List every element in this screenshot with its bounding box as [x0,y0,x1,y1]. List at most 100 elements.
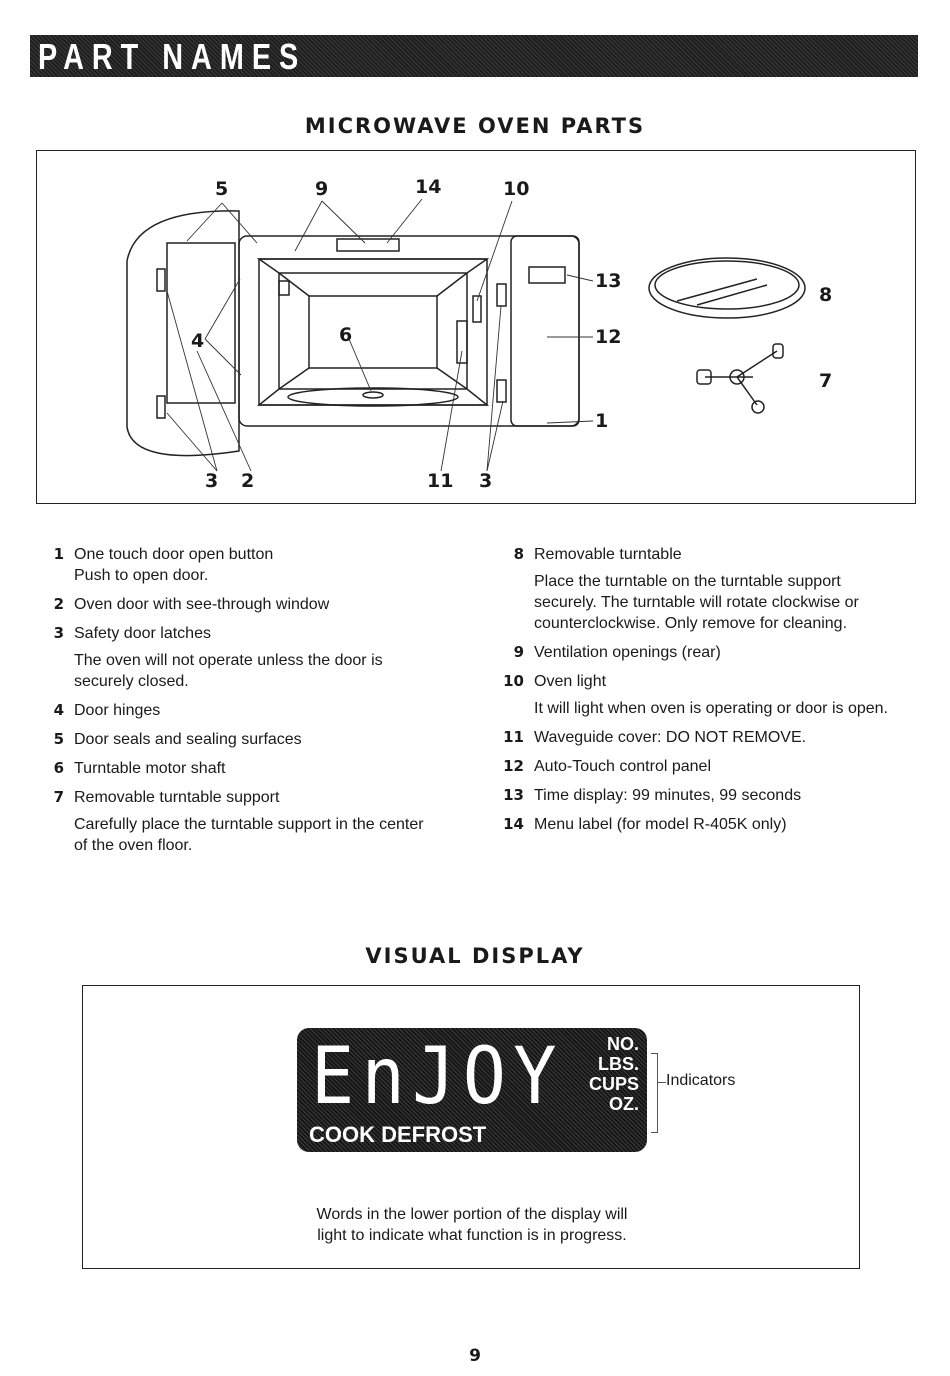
header-banner: PART NAMES [30,35,918,77]
item-name: Safety door latches [74,625,211,642]
page-title: PART NAMES [38,36,307,77]
indicator-bracket [651,1053,658,1133]
display-caption: Words in the lower portion of the displa… [83,1204,861,1246]
item-name: Removable turntable support [74,789,280,806]
callout-5: 5 [215,178,228,200]
item-name: Door seals and sealing surfaces [74,731,302,748]
item-name: Time display: 99 minutes, 99 seconds [534,787,802,804]
control-panel [510,235,580,427]
vent-grille [278,280,290,296]
item-number: 3 [53,624,64,642]
turntable-in-oven [287,387,459,407]
lcd-indicators: NO. LBS. CUPS OZ. [577,1034,639,1114]
item-description: Carefully place the turntable support in… [74,816,424,854]
lcd-main-text: EnJOY [311,1032,564,1122]
caption-line: Words in the lower portion of the displa… [316,1206,628,1223]
door-window [166,242,236,404]
indicator-lbs: LBS. [597,1054,639,1074]
item-name: Turntable motor shaft [74,760,226,777]
item-number: 5 [53,730,64,748]
oven-diagram-box: 5 9 14 10 13 12 1 4 6 8 7 3 2 11 3 [36,150,916,504]
item-sub: Push to open door. [74,567,209,584]
list-item: 7 Removable turntable support Carefully … [34,787,434,856]
item-name: Removable turntable [534,546,682,563]
list-item: 13 Time display: 99 minutes, 99 seconds [494,785,904,806]
item-number: 12 [503,757,524,775]
callout-10: 10 [503,178,529,200]
callout-11: 11 [427,470,453,492]
item-number: 10 [503,672,524,690]
callout-4: 4 [191,330,204,352]
list-item: 6 Turntable motor shaft [34,758,434,779]
item-name: Ventilation openings (rear) [534,644,721,661]
list-item: 9 Ventilation openings (rear) [494,642,904,663]
item-number: 11 [503,728,524,746]
list-item: 2 Oven door with see-through window [34,594,434,615]
item-description: It will light when oven is operating or … [534,700,888,717]
item-name: Oven door with see-through window [74,596,330,613]
parts-list-left: 1 One touch door open button Push to ope… [34,544,434,864]
oven-section-title: MICROWAVE OVEN PARTS [304,114,646,138]
list-item: 4 Door hinges [34,700,434,721]
list-item: 10 Oven light It will light when oven is… [494,671,904,719]
callout-13: 13 [595,270,621,292]
callout-8: 8 [819,284,832,306]
list-item: 11 Waveguide cover: DO NOT REMOVE. [494,727,904,748]
display-section-title: VISUAL DISPLAY [365,944,585,968]
list-item: 3 Safety door latches The oven will not … [34,623,434,692]
list-item: 12 Auto-Touch control panel [494,756,904,777]
item-number: 6 [53,759,64,777]
waveguide-cover [456,320,468,364]
item-number: 1 [53,545,64,563]
item-number: 2 [53,595,64,613]
time-display [528,266,566,284]
oven-diagram: 5 9 14 10 13 12 1 4 6 8 7 3 2 11 3 [126,176,832,492]
indicator-cups: CUPS [588,1074,639,1094]
callout-14: 14 [415,176,441,198]
item-description: Place the turntable on the turntable sup… [534,573,859,632]
list-item: 5 Door seals and sealing surfaces [34,729,434,750]
indicator-oz: OZ. [609,1094,639,1114]
item-name: Menu label (for model R-405K only) [534,816,787,833]
item-name: Oven light [534,673,607,690]
callout-1: 1 [595,410,608,432]
callout-3-right: 3 [479,470,492,492]
visual-display-box: EnJOY NO. LBS. CUPS OZ. COOK DEFROST Ind… [82,985,860,1269]
item-number: 13 [503,786,524,804]
list-item: 14 Menu label (for model R-405K only) [494,814,904,835]
callout-6: 6 [339,324,352,346]
lcd-function-words: COOK DEFROST [309,1122,487,1147]
item-name: Waveguide cover: DO NOT REMOVE. [534,729,807,746]
item-number: 9 [513,643,524,661]
parts-list-right: 8 Removable turntable Place the turntabl… [494,544,904,843]
cavity-back-wall [308,295,438,369]
indicators-label: Indicators [666,1072,736,1089]
menu-label [336,238,400,252]
item-number: 4 [53,701,64,719]
turntable [648,257,806,319]
list-item: 1 One touch door open button Push to ope… [34,544,434,586]
indicator-leader [658,1082,666,1083]
turntable-support [696,343,784,414]
page-number: 9 [469,1346,481,1366]
callout-12: 12 [595,326,621,348]
item-name: One touch door open button [74,546,274,563]
callout-7: 7 [819,370,832,392]
item-name: Door hinges [74,702,161,719]
item-number: 7 [53,788,64,806]
list-item: 8 Removable turntable Place the turntabl… [494,544,904,634]
indicator-no: NO. [606,1034,639,1054]
item-description: The oven will not operate unless the doo… [74,652,383,690]
callout-3-left: 3 [205,470,218,492]
callout-9: 9 [315,178,328,200]
latch-slot-bottom [496,379,507,403]
oven-cavity [258,258,488,406]
caption-line: light to indicate what function is in pr… [317,1227,627,1244]
item-number: 8 [513,545,524,563]
latch-slot-top [496,283,507,307]
callout-2: 2 [241,470,254,492]
oven-door [126,210,240,457]
item-number: 14 [503,815,524,833]
item-name: Auto-Touch control panel [534,758,711,775]
light-grille [472,295,482,323]
